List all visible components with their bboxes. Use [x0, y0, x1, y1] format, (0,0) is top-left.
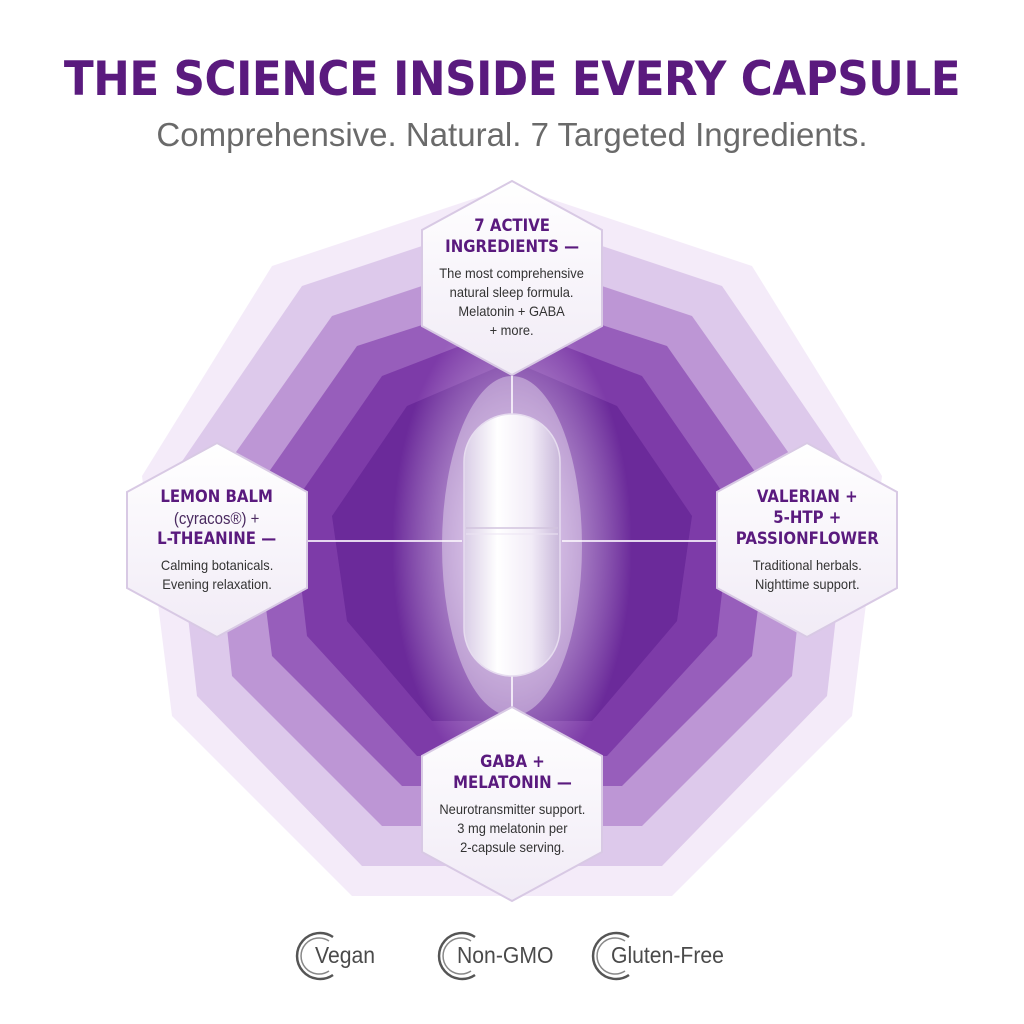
- hex-bottom-desc-3: 2-capsule serving.: [459, 838, 565, 855]
- badge-vegan-label: Vegan: [315, 942, 376, 968]
- capsule-infographic: 7 ACTIVE INGREDIENTS — The most comprehe…: [112, 176, 912, 916]
- badge-gluten-free: Gluten-Free: [589, 928, 724, 984]
- hex-right-title-3: PASSIONFLOWER: [735, 528, 879, 549]
- ingredient-hex-right: VALERIAN + 5-HTP + PASSIONFLOWER Traditi…: [712, 440, 902, 640]
- glow-background: [142, 186, 882, 896]
- badge-non-gmo: Non-GMO: [435, 928, 553, 984]
- badge-non-gmo-label: Non-GMO: [457, 942, 554, 968]
- ingredient-hex-left: LEMON BALM (cyracos®) + L-THEANINE — Cal…: [122, 440, 312, 640]
- hex-left-desc-2: Evening relaxation.: [162, 575, 272, 592]
- hex-top-desc-2: natural sleep formula.: [450, 284, 574, 300]
- hex-left-title-1: LEMON BALM: [160, 486, 274, 507]
- hex-right-desc-1: Traditional herbals.: [752, 556, 862, 573]
- hex-right-title-1: VALERIAN +: [756, 486, 858, 507]
- hex-top-desc-1: The most comprehensive: [439, 265, 585, 281]
- certification-badges: Vegan Non-GMO Gluten-Free: [0, 928, 1024, 984]
- hex-right-title-2: 5-HTP +: [772, 507, 842, 528]
- hex-left-title-2: (cyracos®) +: [174, 508, 260, 528]
- headline: THE SCIENCE INSIDE EVERY CAPSULE: [63, 52, 961, 107]
- hex-bottom-title-2: MELATONIN —: [452, 772, 572, 793]
- hex-bottom-desc-2: 3 mg melatonin per: [456, 819, 568, 836]
- hex-top-desc-3: Melatonin + GABA: [458, 303, 566, 319]
- leaf-circle-icon: [293, 928, 349, 984]
- hex-top-desc-4: + more.: [489, 322, 535, 338]
- leaf-circle-icon: [589, 928, 645, 984]
- hex-left-desc-1: Calming botanicals.: [160, 556, 274, 573]
- hex-right-desc-2: Nighttime support.: [754, 575, 860, 592]
- capsule-icon: [442, 376, 582, 716]
- hex-top-title-1: 7 ACTIVE: [474, 216, 550, 236]
- badge-gluten-free-label: Gluten-Free: [611, 942, 724, 968]
- hex-top-title-2: INGREDIENTS —: [445, 237, 579, 257]
- badge-vegan: Vegan: [293, 928, 375, 984]
- ingredient-hex-bottom: GABA + MELATONIN — Neurotransmitter supp…: [417, 704, 607, 904]
- ingredient-hex-top: 7 ACTIVE INGREDIENTS — The most comprehe…: [417, 178, 607, 378]
- leaf-circle-icon: [435, 928, 491, 984]
- subheadline: Comprehensive. Natural. 7 Targeted Ingre…: [156, 116, 868, 153]
- hex-bottom-title-1: GABA +: [479, 751, 545, 772]
- hex-bottom-desc-1: Neurotransmitter support.: [438, 800, 586, 817]
- hex-left-title-3: L-THEANINE —: [157, 528, 277, 549]
